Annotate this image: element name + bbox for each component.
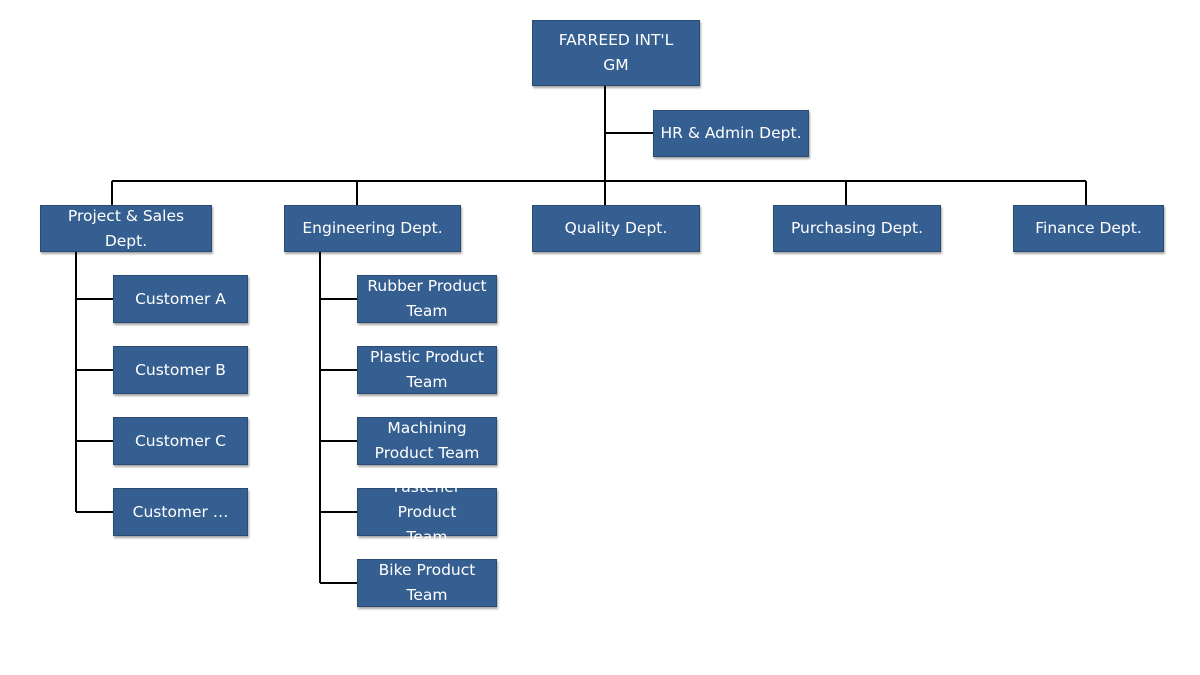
team-label-line1: Machining <box>387 419 467 437</box>
root-node-gm: FARREED INT'L GM <box>532 20 700 86</box>
hr-admin-label: HR & Admin Dept. <box>660 124 802 142</box>
team-node-machining: Machining Product Team <box>357 417 497 465</box>
team-node-rubber: Rubber Product Team <box>357 275 497 323</box>
customer-node: Customer … <box>113 488 248 536</box>
team-label-line1: Rubber Product <box>367 277 487 295</box>
quality-dept-node: Quality Dept. <box>532 205 700 252</box>
engineering-dept-label: Engineering Dept. <box>302 219 443 237</box>
customer-label: Customer C <box>134 431 227 450</box>
purchasing-dept-label: Purchasing Dept. <box>790 219 924 237</box>
customer-label: Customer A <box>135 289 226 308</box>
quality-dept-label: Quality Dept. <box>564 219 668 237</box>
customer-node: Customer A <box>113 275 248 323</box>
team-label-line2: Team <box>406 586 448 604</box>
team-node-plastic: Plastic Product Team <box>357 346 497 394</box>
team-node-fastener: Fastener Product Team <box>357 478 497 546</box>
team-label-line1: Bike Product <box>378 561 476 579</box>
team-label-line1: Fastener Product <box>393 477 461 521</box>
customer-node: Customer B <box>113 346 248 394</box>
engineering-dept-node: Engineering Dept. <box>284 205 461 252</box>
root-company-label: FARREED INT'L <box>558 31 674 49</box>
finance-dept-label: Finance Dept. <box>1035 219 1142 237</box>
hr-admin-node: HR & Admin Dept. <box>653 110 809 157</box>
team-label-line2: Team <box>406 373 448 391</box>
sales-dept-node: Project & Sales Dept. <box>40 205 212 252</box>
team-label-line1: Plastic Product <box>370 348 484 366</box>
customer-node: Customer C <box>113 417 248 465</box>
root-title-label: GM <box>603 56 629 74</box>
team-label-line2: Team <box>406 302 448 320</box>
finance-dept-node: Finance Dept. <box>1013 205 1164 252</box>
customer-label: Customer B <box>135 360 226 379</box>
purchasing-dept-node: Purchasing Dept. <box>773 205 941 252</box>
customer-label: Customer … <box>132 502 229 521</box>
team-label-line2: Team <box>406 527 448 546</box>
sales-dept-label: Project & Sales Dept. <box>67 206 185 250</box>
team-node-bike: Bike Product Team <box>357 559 497 607</box>
team-label-line2: Product Team <box>374 444 480 462</box>
